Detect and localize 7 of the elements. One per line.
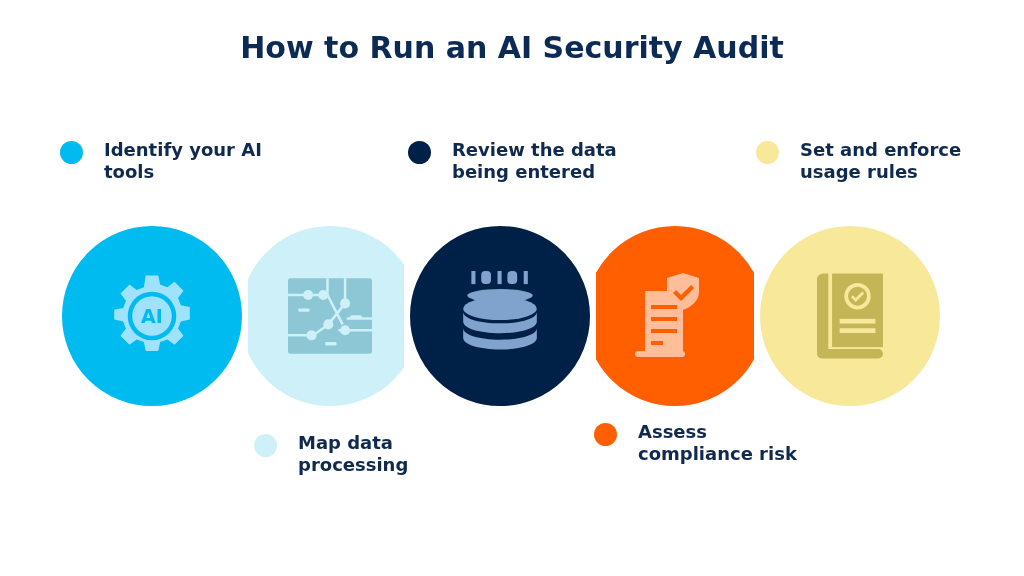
title: How to Run an AI Security Audit xyxy=(239,30,785,65)
icon-text: AI xyxy=(140,305,164,327)
step-label: Set and enforce usage rules xyxy=(800,139,963,183)
step-label: Identify your AI tools xyxy=(104,139,263,183)
step-label: Assess compliance risk xyxy=(638,421,798,465)
step-label: Review the data being entered xyxy=(452,139,617,183)
step-label: Map data processing xyxy=(298,432,410,476)
